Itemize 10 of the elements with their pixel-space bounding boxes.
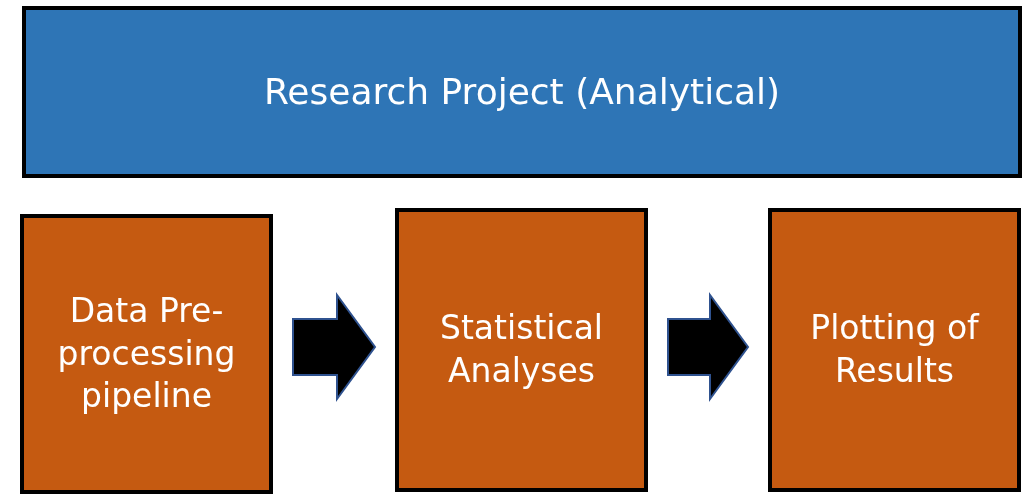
process-box <box>395 208 648 492</box>
header-box <box>22 6 1022 178</box>
box-label: Data Pre-processing pipeline <box>56 289 237 418</box>
box-label: Research Project (Analytical) <box>263 69 781 114</box>
box-label: Plotting of Results <box>809 307 981 392</box>
block-arrow <box>292 291 377 403</box>
block-arrow <box>667 291 750 403</box>
process-box <box>768 208 1021 492</box>
box-label: Statistical Analyses <box>438 307 605 392</box>
process-box <box>20 214 273 494</box>
